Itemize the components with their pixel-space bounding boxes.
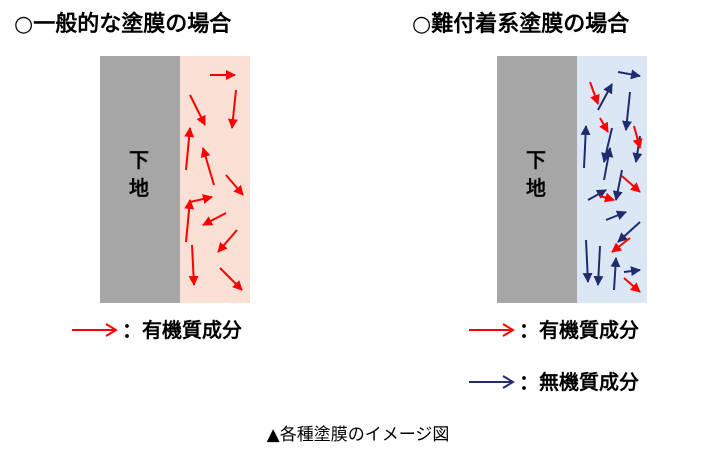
organic-arrow bbox=[200, 147, 215, 186]
inorganic-arrow bbox=[593, 245, 604, 286]
organic-arrow bbox=[184, 199, 195, 243]
inorganic-arrow bbox=[617, 69, 641, 80]
figure-caption: ▲各種塗膜のイメージ図 bbox=[266, 425, 450, 445]
organic-arrow bbox=[188, 244, 199, 286]
inorganic-arrow bbox=[605, 210, 627, 221]
left-substrate bbox=[100, 56, 180, 303]
right-diagram-title: ○難付着系塗膜の場合 bbox=[412, 12, 630, 37]
organic-arrow bbox=[623, 277, 641, 293]
organic-arrow bbox=[184, 127, 195, 171]
red-arrow-icon bbox=[469, 323, 515, 337]
inorganic-arrow bbox=[597, 83, 613, 111]
inorganic-arrow bbox=[610, 257, 621, 291]
right-substrate bbox=[497, 56, 577, 303]
organic-arrow bbox=[589, 81, 600, 105]
organic-arrow bbox=[189, 194, 213, 204]
legend-label-inorganic: ：無機質成分 bbox=[519, 370, 639, 394]
organic-arrow bbox=[599, 192, 615, 203]
inorganic-arrow bbox=[621, 91, 632, 131]
organic-arrow bbox=[227, 89, 238, 129]
left-diagram-title: ○一般的な塗膜の場合 bbox=[14, 12, 232, 37]
organic-arrow bbox=[611, 237, 631, 253]
left-substrate-label: 下地 bbox=[129, 148, 149, 200]
organic-arrow bbox=[225, 174, 244, 196]
navy-arrow-icon bbox=[469, 375, 515, 389]
legend-label-organic: ：有機質成分 bbox=[519, 318, 639, 342]
right-substrate-label: 下地 bbox=[526, 148, 546, 200]
inorganic-arrow bbox=[580, 125, 591, 169]
organic-arrow bbox=[632, 125, 643, 149]
inorganic-arrow bbox=[623, 266, 641, 277]
organic-arrow bbox=[202, 212, 227, 226]
legend-organic-right: ：有機質成分 bbox=[467, 318, 716, 342]
inorganic-arrow bbox=[617, 221, 641, 243]
organic-arrow bbox=[217, 229, 238, 253]
red-arrow-icon bbox=[72, 323, 118, 337]
inorganic-arrow bbox=[603, 147, 614, 181]
inorganic-arrow bbox=[612, 169, 623, 201]
organic-arrow bbox=[621, 175, 641, 193]
inorganic-arrow bbox=[582, 239, 593, 283]
organic-arrow bbox=[219, 267, 243, 291]
legend-inorganic-right: ：無機質成分 bbox=[467, 370, 716, 394]
organic-arrow bbox=[599, 117, 609, 133]
legend-organic-left: ：有機質成分 bbox=[70, 318, 320, 342]
legend-label-organic: ：有機質成分 bbox=[122, 318, 242, 342]
organic-arrow bbox=[189, 94, 206, 126]
inorganic-arrow bbox=[587, 189, 607, 201]
